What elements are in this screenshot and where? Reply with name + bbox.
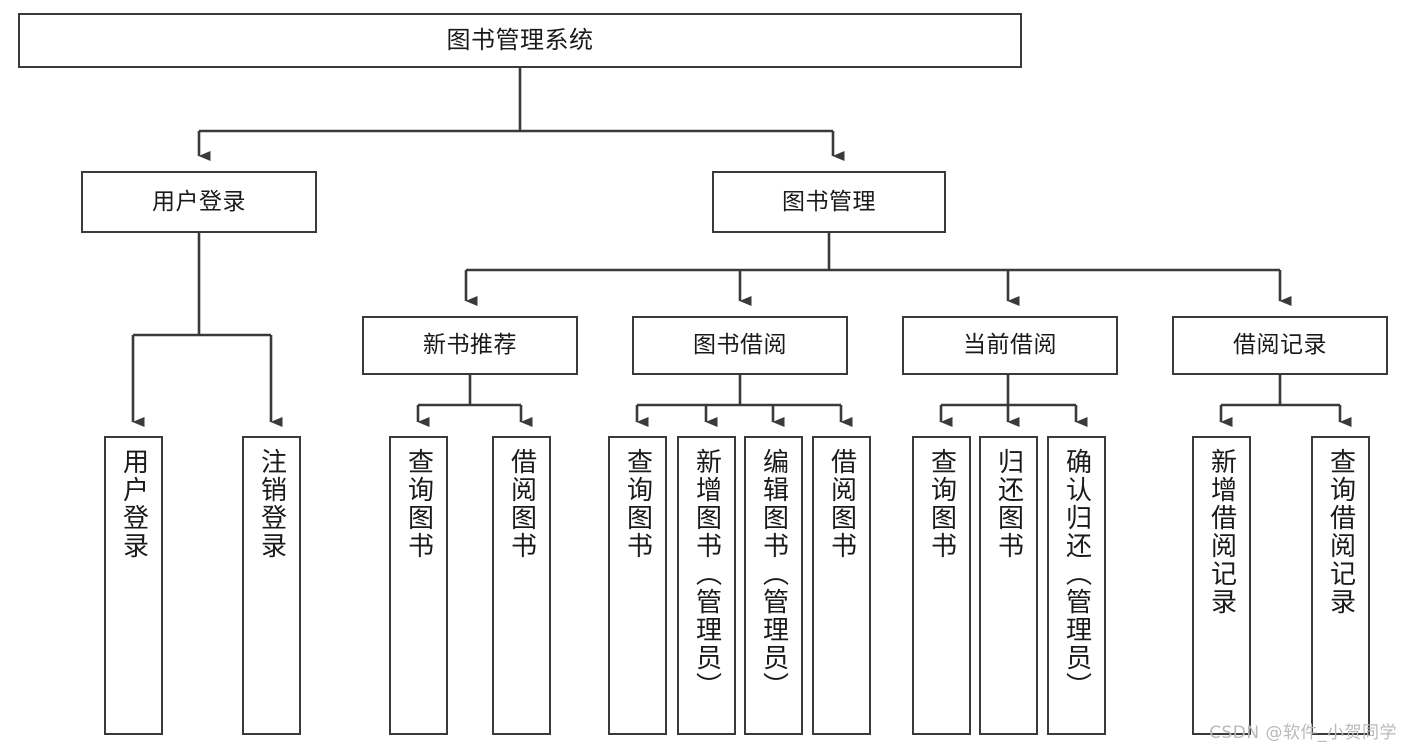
node-label: 当前借阅: [963, 332, 1057, 359]
leaf-edit-book-admin[interactable]: 编辑图书（管理员）: [744, 436, 803, 735]
node-label: 新书推荐: [423, 332, 517, 359]
leaf-add-book-admin[interactable]: 新增图书（管理员）: [677, 436, 736, 735]
leaf-query-book-newbook[interactable]: 查询图书: [389, 436, 448, 735]
node-label: 查询图书: [622, 448, 653, 560]
leaf-borrow-book[interactable]: 借阅图书: [812, 436, 871, 735]
node-label: 新增借阅记录: [1206, 448, 1237, 616]
node-new-book-recommend[interactable]: 新书推荐: [362, 316, 578, 375]
node-user-login[interactable]: 用户登录: [81, 171, 317, 233]
leaf-add-borrow-record[interactable]: 新增借阅记录: [1192, 436, 1251, 735]
csdn-watermark: CSDN @软件_小贺同学: [1209, 723, 1397, 743]
node-label: 图书管理系统: [446, 25, 594, 54]
node-book-management[interactable]: 图书管理: [712, 171, 946, 233]
node-label: 借阅图书: [826, 448, 857, 560]
node-label: 图书借阅: [693, 332, 787, 359]
node-label: 查询图书: [403, 448, 434, 560]
leaf-return-book[interactable]: 归还图书: [979, 436, 1038, 735]
node-label: 编辑图书（管理员）: [758, 448, 789, 700]
leaf-query-book-borrow[interactable]: 查询图书: [608, 436, 667, 735]
leaf-query-book-current[interactable]: 查询图书: [912, 436, 971, 735]
node-label: 查询图书: [926, 448, 957, 560]
leaf-borrow-book-newbook[interactable]: 借阅图书: [492, 436, 551, 735]
node-book-borrow[interactable]: 图书借阅: [632, 316, 848, 375]
node-current-borrow[interactable]: 当前借阅: [902, 316, 1118, 375]
leaf-user-login[interactable]: 用户登录: [104, 436, 163, 735]
node-label: 注销登录: [256, 448, 287, 560]
node-label: 归还图书: [993, 448, 1024, 560]
node-label: 借阅图书: [506, 448, 537, 560]
leaf-confirm-return-admin[interactable]: 确认归还（管理员）: [1047, 436, 1106, 735]
node-borrow-record[interactable]: 借阅记录: [1172, 316, 1388, 375]
node-label: 用户登录: [118, 448, 149, 560]
node-label: 新增图书（管理员）: [691, 448, 722, 700]
node-label: 借阅记录: [1233, 332, 1327, 359]
node-root-system[interactable]: 图书管理系统: [18, 13, 1022, 68]
node-label: 用户登录: [152, 188, 246, 215]
leaf-logout[interactable]: 注销登录: [242, 436, 301, 735]
node-label: 确认归还（管理员）: [1061, 448, 1092, 700]
node-label: 查询借阅记录: [1325, 448, 1356, 616]
leaf-query-borrow-record[interactable]: 查询借阅记录: [1311, 436, 1370, 735]
node-label: 图书管理: [782, 188, 876, 215]
